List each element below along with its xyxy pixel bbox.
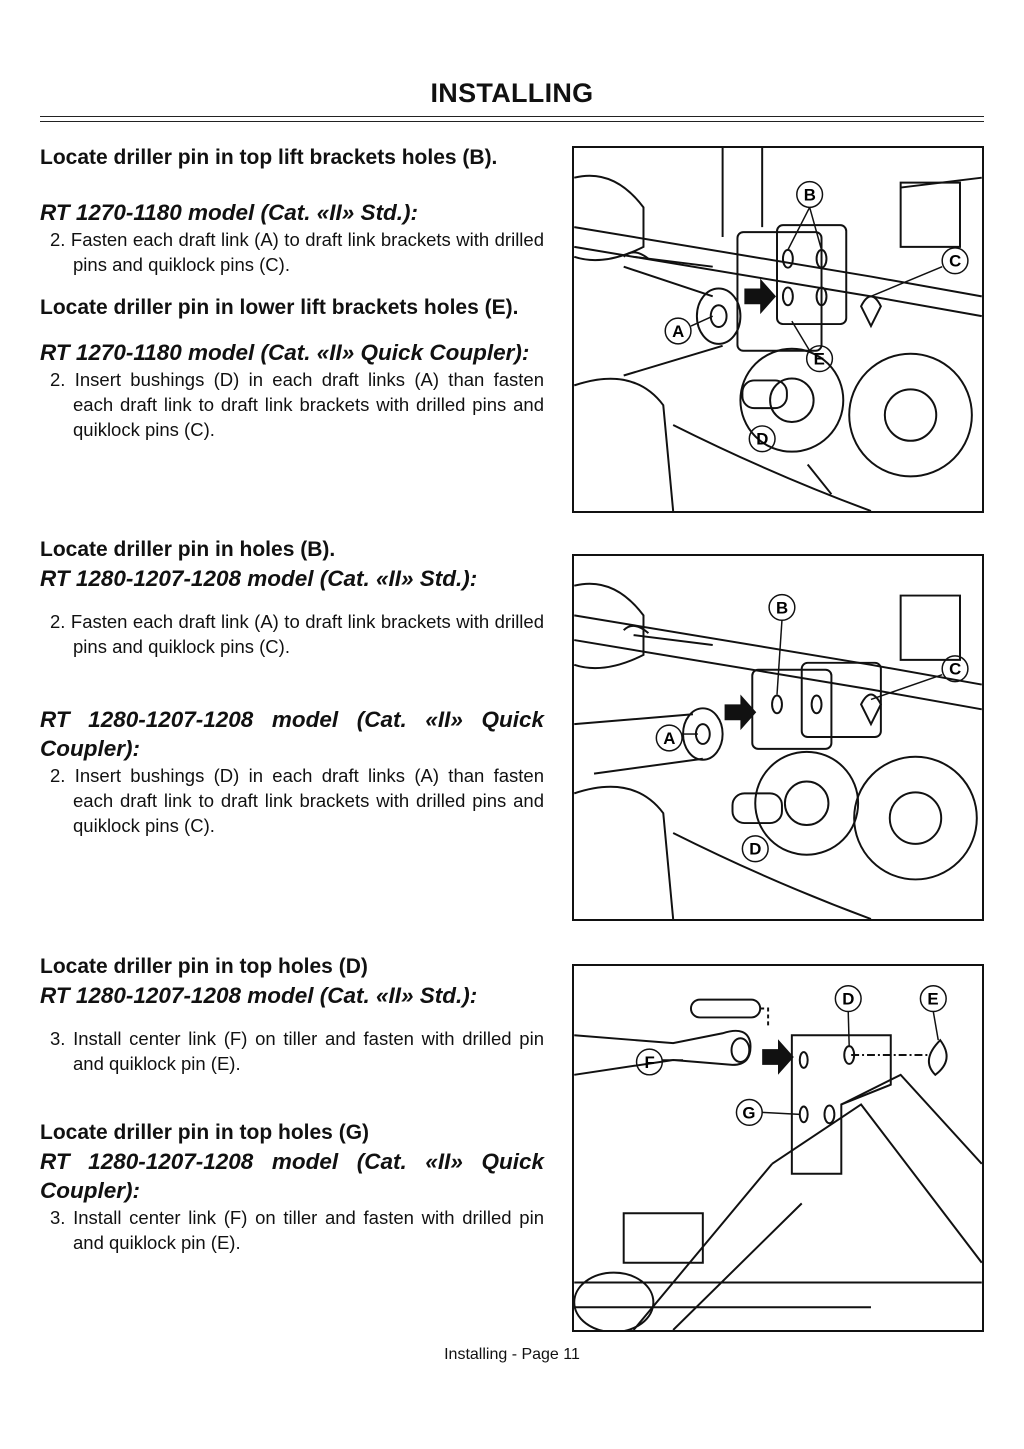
model-heading: RT 1280-1207-1208 model (Cat. «II» Quick… <box>40 707 544 761</box>
callout-c: C <box>949 660 961 679</box>
section-1-text: Locate driller pin in top lift brackets … <box>40 143 544 442</box>
model-heading: RT 1270-1180 model (Cat. «II» Std.): <box>40 200 419 225</box>
locate-heading: Locate driller pin in top holes (G) <box>40 1121 370 1144</box>
callout-d: D <box>749 840 761 859</box>
instruction-step: 2. Insert bushings (D) in each draft lin… <box>50 369 544 440</box>
instruction-step: 3. Install center link (F) on tiller and… <box>50 1207 544 1253</box>
locate-heading: Locate driller pin in lower lift bracket… <box>40 296 519 319</box>
figure-2-draft-link-brackets: B C A D <box>572 554 984 921</box>
figure-2-drawing: B C A D <box>574 582 982 919</box>
model-heading: RT 1280-1207-1208 model (Cat. «II» Std.)… <box>40 566 478 591</box>
callout-a: A <box>663 729 675 748</box>
section-2-text: Locate driller pin in holes (B). RT 1280… <box>40 535 544 838</box>
locate-heading: Locate driller pin in top holes (D) <box>40 955 368 978</box>
title-rule-bottom <box>40 121 984 122</box>
callout-g: G <box>742 1103 755 1122</box>
section-3-text: Locate driller pin in top holes (D) RT 1… <box>40 952 544 1255</box>
model-heading: RT 1280-1207-1208 model (Cat. «II» Quick… <box>40 1149 544 1203</box>
figure-3-center-link: D E F G <box>572 964 984 1332</box>
callout-f: F <box>644 1053 654 1072</box>
instruction-step: 2. Insert bushings (D) in each draft lin… <box>50 765 544 836</box>
page-title: INSTALLING <box>430 78 594 108</box>
callout-e: E <box>927 990 938 1009</box>
instruction-step: 2. Fasten each draft link (A) to draft l… <box>50 611 544 657</box>
instruction-step: 2. Fasten each draft link (A) to draft l… <box>50 229 544 275</box>
callout-e: E <box>814 350 825 369</box>
callout-b: B <box>804 185 816 204</box>
instruction-step: 3. Install center link (F) on tiller and… <box>50 1028 544 1074</box>
figure-3-drawing: D E F G <box>574 985 982 1330</box>
locate-heading: Locate driller pin in top lift brackets … <box>40 146 498 169</box>
page-footer: Installing - Page 11 <box>444 1346 580 1363</box>
callout-b: B <box>776 598 788 617</box>
figure-1-drawing: B C A E D <box>574 148 982 511</box>
callout-d: D <box>756 430 768 449</box>
model-heading: RT 1270-1180 model (Cat. «II» Quick Coup… <box>40 340 530 365</box>
model-heading: RT 1280-1207-1208 model (Cat. «II» Std.)… <box>40 983 478 1008</box>
callout-d: D <box>842 990 854 1009</box>
figure-1-draft-link-brackets: B C A E D <box>572 146 984 513</box>
callout-a: A <box>672 322 684 341</box>
locate-heading: Locate driller pin in holes (B). <box>40 538 336 561</box>
callout-c: C <box>949 252 961 271</box>
title-rule-top <box>40 116 984 117</box>
